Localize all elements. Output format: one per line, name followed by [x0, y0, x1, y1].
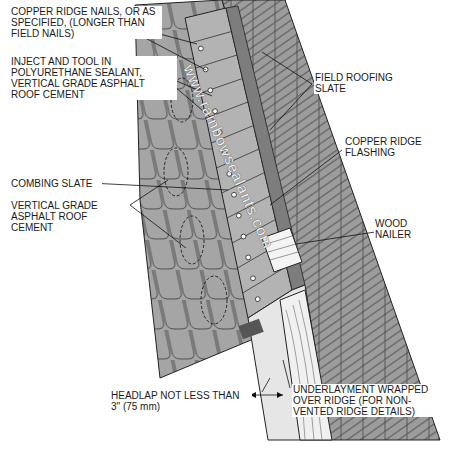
ridge-nail: [241, 234, 246, 239]
ridge-nail: [251, 276, 256, 281]
ridge-nail: [236, 213, 241, 218]
callout-label: VERTICAL GRADE ASPHALT ROOF CEMENT: [10, 200, 130, 233]
ridge-nail: [255, 297, 260, 302]
slate-joint: [190, 32, 231, 44]
dimension-label: HEADLAP NOT LESS THAN 3" (75 mm): [110, 390, 252, 412]
ridge-nail: [198, 46, 203, 51]
callout-label: COMBING SLATE: [10, 178, 102, 189]
ridge-nail: [246, 255, 251, 260]
callout-label: INJECT AND TOOL IN POLYURETHANE SEALANT,…: [10, 56, 177, 100]
callout-label: FIELD ROOFING SLATE: [314, 72, 426, 94]
callout-label: WOOD NAILER: [374, 218, 446, 240]
callout-label: UNDERLAYMENT WRAPPED OVER RIDGE (FOR NON…: [292, 384, 444, 417]
callout-label: COPPER RIDGE NAILS, OR AS SPECIFIED, (LO…: [10, 6, 162, 39]
slate-joint: [243, 267, 287, 294]
slate-joint: [196, 55, 238, 68]
callout-label: COPPER RIDGE FLASHING: [344, 136, 446, 158]
